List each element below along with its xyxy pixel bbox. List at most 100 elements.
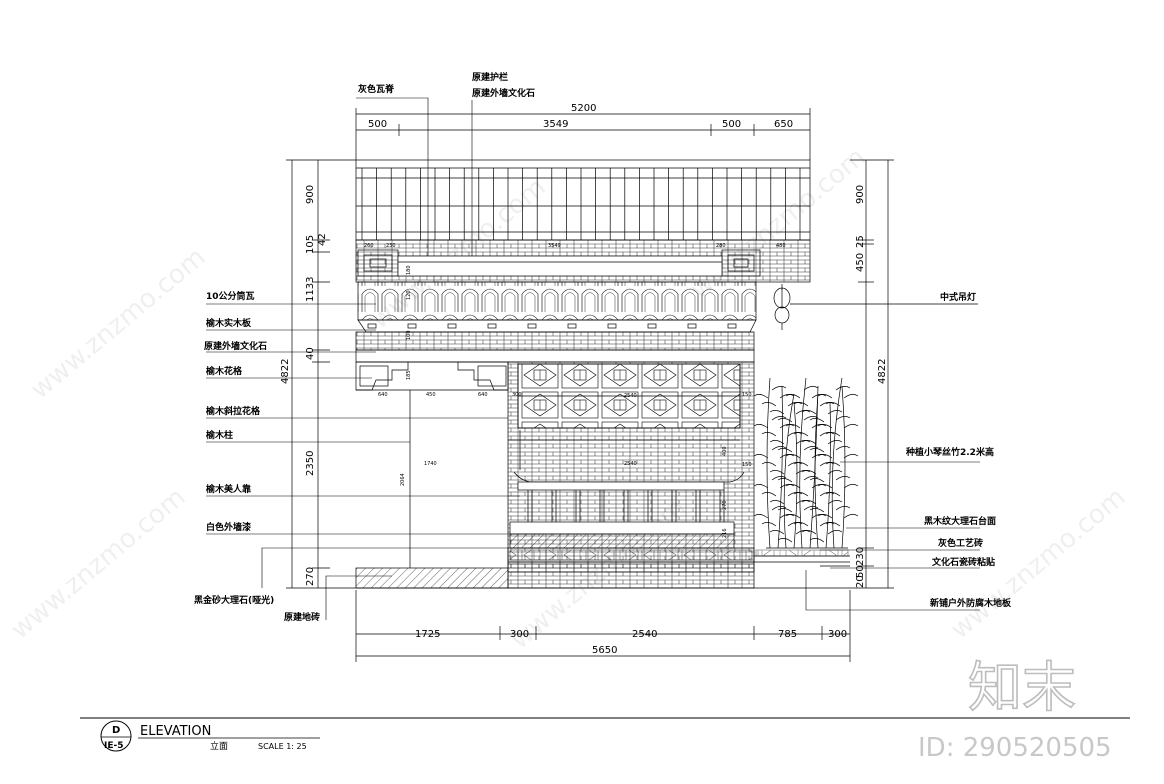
dim-inner-v: 180 <box>406 265 412 275</box>
brand-logo: 知末 <box>968 656 1076 719</box>
mark-sheet: IE-5 <box>104 741 124 751</box>
dim-top-seg: 650 <box>774 119 793 130</box>
dim-left: 42 <box>317 233 328 246</box>
roof-peg <box>447 323 457 329</box>
bamboo-leaf <box>827 410 843 415</box>
bamboo-leaf <box>809 538 825 543</box>
bamboo-leaf <box>827 470 843 475</box>
bamboo-leaf <box>769 470 785 475</box>
bamboo-leaf <box>827 500 843 505</box>
callout-right: 中式吊灯 <box>940 291 976 303</box>
bamboo-leaf <box>777 478 793 483</box>
dim-inner-v: 150 <box>742 462 752 468</box>
dim-right: 450 <box>855 253 866 272</box>
bamboo-leaf <box>793 462 809 467</box>
callout-left: 榆木柱 <box>206 429 233 441</box>
bamboo-leaf <box>811 424 827 429</box>
label-roof-ridge: 灰色瓦脊 <box>358 83 395 95</box>
bamboo-leaf <box>777 538 793 543</box>
bamboo-leaf <box>795 470 811 475</box>
bamboo-plant <box>753 377 859 549</box>
bamboo-leaf <box>825 462 841 467</box>
dim-inner-v: 100 <box>406 330 412 340</box>
callout-left: 白色外墙漆 <box>206 521 251 533</box>
bamboo-leaf <box>793 522 809 527</box>
left-callout-leaders <box>206 303 520 620</box>
dim-bottom-seg: 785 <box>778 629 797 640</box>
dim-top-total: 5200 <box>571 103 596 114</box>
bamboo-leaf <box>819 432 835 437</box>
roof-peg <box>727 323 737 329</box>
bamboo-leaf <box>809 448 825 453</box>
bamboo-leaf <box>771 506 787 511</box>
dim-right: 900 <box>855 185 866 204</box>
bamboo-leaf <box>835 506 851 511</box>
bamboo-leaf <box>787 432 803 437</box>
bamboo-leaf <box>769 410 785 415</box>
bamboo-leaf <box>795 500 811 505</box>
label-wall-stone-top: 原建外墙文化石 <box>472 87 535 99</box>
dim-door: 1740 <box>424 461 437 467</box>
callout-left: 原建外墙文化石 <box>204 340 267 352</box>
dim-right-base: 230 <box>855 547 866 566</box>
bamboo-stem <box>831 377 843 549</box>
bamboo-leaf <box>827 530 843 535</box>
bamboo-leaf <box>771 416 787 421</box>
roof-peg <box>487 323 497 329</box>
dim-inner-v: 185 <box>406 370 412 380</box>
bamboo-leaf <box>809 478 825 483</box>
top-dimensions <box>355 108 811 160</box>
bamboo-leaf <box>793 432 809 437</box>
dim-bottom-seg: 300 <box>828 629 847 640</box>
bamboo-leaf <box>795 530 811 535</box>
bamboo-leaf <box>801 470 817 475</box>
callout-left: 榆木实木板 <box>206 317 252 329</box>
bamboo-leaf <box>779 394 795 399</box>
inner-vertical-dims: 180 120 100 185 150 300 400 270 216 150 <box>406 265 752 538</box>
roof-peg <box>407 323 417 329</box>
bench <box>509 471 745 549</box>
bamboo-leaf <box>769 440 785 445</box>
dim-inner-v: 120 <box>406 290 412 300</box>
callout-left: 榆木美人靠 <box>206 483 251 495</box>
right-dimensions <box>850 159 894 589</box>
bamboo-leaf <box>811 514 827 519</box>
bamboo-leaf <box>843 484 859 489</box>
bamboo-leaf <box>795 440 811 445</box>
dim-window: 2540 <box>624 393 637 399</box>
bamboo-leaf <box>835 476 851 481</box>
bamboo-leaf <box>801 440 817 445</box>
bamboo-leaf <box>787 402 803 407</box>
dim-left: 1133 <box>305 277 316 302</box>
bamboo-leaf <box>769 500 785 505</box>
mark-letter: D <box>112 725 120 736</box>
dim-lattice-1: 640 <box>378 392 388 398</box>
lattice-left <box>355 361 509 391</box>
bamboo-leaf <box>785 514 801 519</box>
bamboo-leaf <box>819 462 835 467</box>
bamboo-leaf <box>777 418 793 423</box>
left-dimensions <box>286 159 356 589</box>
bamboo-leaf <box>801 530 817 535</box>
callout-right: 文化石瓷砖粘贴 <box>931 556 995 568</box>
title-block: D IE-5 ELEVATION 立面 SCALE 1: 25 <box>80 717 1130 752</box>
dim-column-h: 2064 <box>400 473 406 486</box>
bamboo-leaf <box>817 394 833 399</box>
bamboo-leaf <box>801 500 817 505</box>
bamboo-leaf <box>761 402 777 407</box>
dim-bottom-seg: 300 <box>510 629 529 640</box>
bamboo-leaf <box>753 394 769 399</box>
bamboo-leaf <box>817 514 833 519</box>
watermark-text: www.znzmo.com <box>5 482 191 645</box>
callout-right: 黑木纹大理石台面 <box>924 515 996 527</box>
tile-roof <box>357 281 757 333</box>
bamboo-leaf <box>825 432 841 437</box>
bamboo-leaf <box>787 462 803 467</box>
bamboo-leaf <box>761 522 777 527</box>
dim-top-seg: 500 <box>368 119 387 130</box>
bamboo-leaf <box>803 506 819 511</box>
bamboo-leaf <box>761 492 777 497</box>
bamboo-leaf <box>835 386 851 391</box>
drawing-id: ID: 290520505 <box>918 733 1112 763</box>
bamboo-leaf <box>777 448 793 453</box>
